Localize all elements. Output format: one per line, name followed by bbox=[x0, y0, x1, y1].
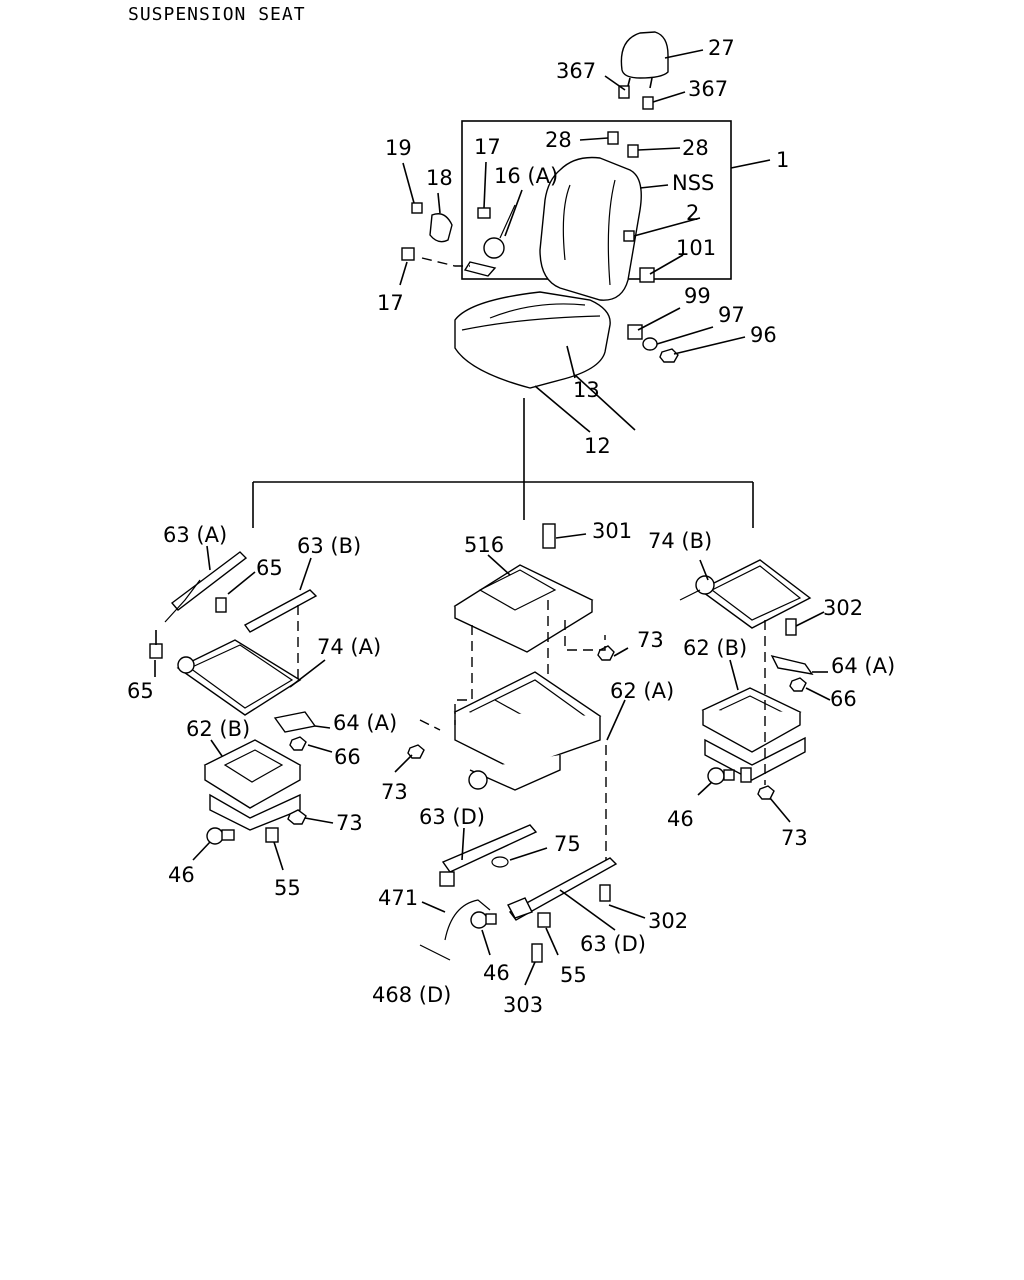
callout-62b: 62 (B) bbox=[186, 717, 250, 741]
headrest-part bbox=[620, 31, 669, 89]
callout-99: 99 bbox=[684, 284, 711, 308]
callout-13: 13 bbox=[573, 378, 600, 402]
callout-1: 1 bbox=[776, 148, 789, 172]
callout-labels: 27 367 367 28 28 1 19 18 17 16 (A) NSS 2… bbox=[127, 36, 895, 1017]
callout-66: 66 bbox=[830, 687, 857, 711]
callout-62b: 62 (B) bbox=[683, 636, 747, 660]
callout-303: 303 bbox=[503, 993, 543, 1017]
callout-74b: 74 (B) bbox=[648, 529, 712, 553]
seatback-part bbox=[539, 156, 642, 301]
callout-55: 55 bbox=[560, 963, 587, 987]
callout-73: 73 bbox=[781, 826, 808, 850]
callout-63a: 63 (A) bbox=[163, 523, 227, 547]
callout-468d: 468 (D) bbox=[372, 983, 451, 1007]
hardware-part bbox=[627, 324, 679, 363]
callout-2: 2 bbox=[686, 201, 699, 225]
callout-75: 75 bbox=[554, 832, 581, 856]
slide-rail-left-part bbox=[149, 551, 318, 751]
callout-367: 367 bbox=[556, 59, 596, 83]
seat-cushion-part bbox=[454, 291, 611, 389]
suspension-unit-left-part bbox=[203, 739, 307, 845]
callout-73: 73 bbox=[336, 811, 363, 835]
callout-12: 12 bbox=[584, 434, 611, 458]
callout-64a: 64 (A) bbox=[333, 711, 397, 735]
leader-lines bbox=[154, 49, 831, 986]
callout-18: 18 bbox=[426, 166, 453, 190]
callout-73: 73 bbox=[381, 780, 408, 804]
callout-17: 17 bbox=[377, 291, 404, 315]
connector-lines bbox=[252, 398, 754, 528]
callout-17: 17 bbox=[474, 135, 501, 159]
callout-302: 302 bbox=[823, 596, 863, 620]
callout-28: 28 bbox=[545, 128, 572, 152]
callout-301: 301 bbox=[592, 519, 632, 543]
suspension-unit-center-part bbox=[407, 671, 602, 791]
recliner-part bbox=[401, 202, 655, 283]
callout-96: 96 bbox=[750, 323, 777, 347]
callout-46: 46 bbox=[667, 807, 694, 831]
callout-73: 73 bbox=[637, 628, 664, 652]
slide-rail-center-part bbox=[419, 824, 618, 963]
callout-27: 27 bbox=[708, 36, 735, 60]
callout-471: 471 bbox=[378, 886, 418, 910]
guide-lines-center bbox=[419, 600, 607, 860]
callout-63d: 63 (D) bbox=[419, 805, 485, 829]
callout-65: 65 bbox=[127, 679, 154, 703]
callout-74a: 74 (A) bbox=[317, 635, 381, 659]
callout-63d: 63 (D) bbox=[580, 932, 646, 956]
callout-97: 97 bbox=[718, 303, 745, 327]
callout-16a: 16 (A) bbox=[494, 164, 558, 188]
callout-55: 55 bbox=[274, 876, 301, 900]
callout-64a: 64 (A) bbox=[831, 654, 895, 678]
callout-367: 367 bbox=[688, 77, 728, 101]
callout-46: 46 bbox=[483, 961, 510, 985]
suspension-unit-right-part bbox=[701, 620, 806, 800]
callout-28: 28 bbox=[682, 136, 709, 160]
callout-516: 516 bbox=[464, 533, 504, 557]
callout-66: 66 bbox=[334, 745, 361, 769]
slide-rail-right-part bbox=[679, 559, 814, 692]
callout-62a: 62 (A) bbox=[610, 679, 674, 703]
callout-nss: NSS bbox=[672, 171, 714, 195]
seat-base-center-part bbox=[453, 523, 615, 661]
callout-46: 46 bbox=[168, 863, 195, 887]
page-title: SUSPENSION SEAT bbox=[128, 4, 306, 25]
callout-65: 65 bbox=[256, 556, 283, 580]
callout-302: 302 bbox=[648, 909, 688, 933]
callout-63b: 63 (B) bbox=[297, 534, 361, 558]
callout-19: 19 bbox=[385, 136, 412, 160]
callout-101: 101 bbox=[676, 236, 716, 260]
